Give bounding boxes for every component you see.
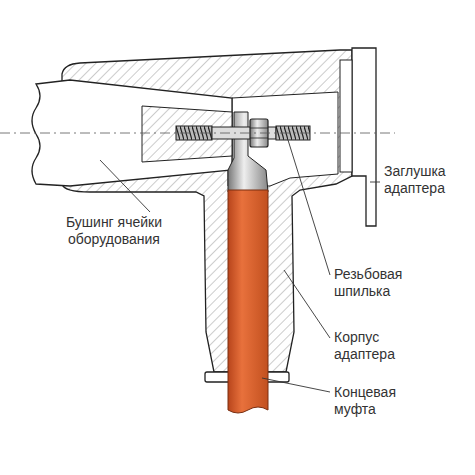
cable [228,190,268,413]
cap-plug [340,60,352,172]
nut-edge [250,138,268,139]
part-label: Заглушка адаптера [384,163,470,197]
part-label: Бушинг ячейки оборудования [62,214,166,248]
leader-line [288,140,330,275]
part-label: Резьбовая шпилька [334,266,434,300]
leader-line [370,182,380,183]
leader-line [284,270,330,338]
part-label: Концевая муфта [334,384,434,418]
leader-line [262,378,330,392]
part-label: Корпус адаптера [334,329,434,363]
nut-edge [250,128,268,129]
adapter-cap [352,48,376,226]
cable-lug [228,112,268,192]
leader-line [100,160,150,212]
axis-line [0,133,395,134]
